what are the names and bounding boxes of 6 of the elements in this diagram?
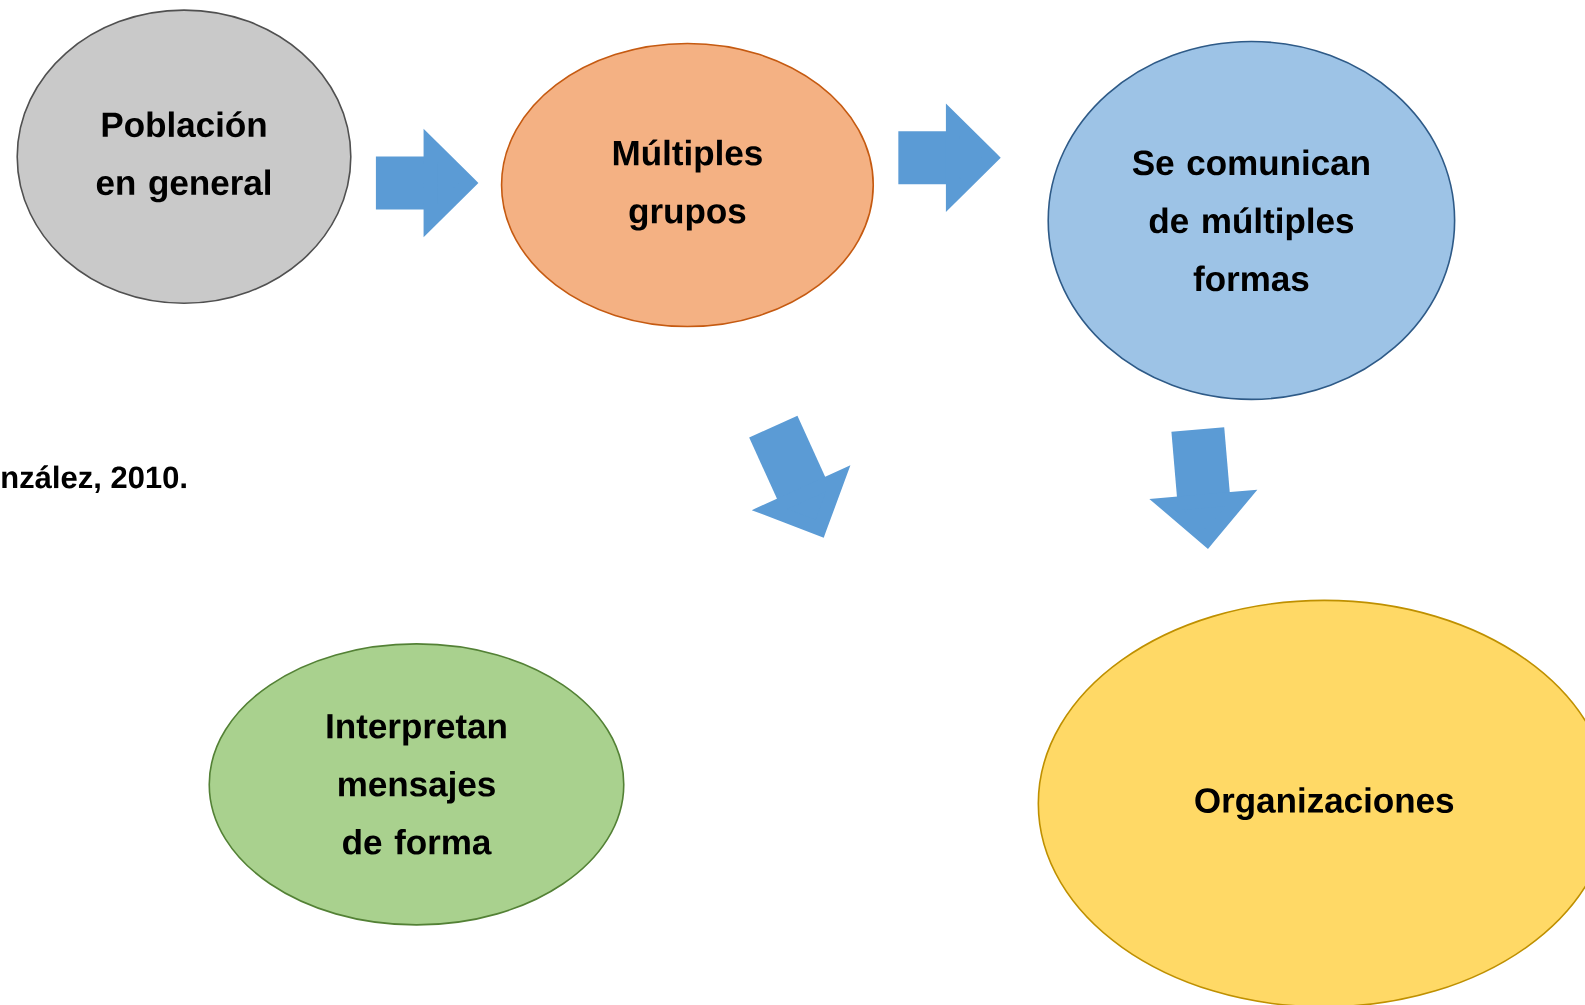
citation-text: nzález, 2010.: [2, 465, 186, 493]
ellipse-node: Interpretan mensajes de forma: [208, 643, 625, 926]
ellipse-node: Se comunican de múltiples formas: [1047, 40, 1456, 401]
ellipse-node: Población en general: [16, 9, 352, 305]
ellipse-node: Múltiples grupos: [500, 42, 875, 328]
ellipse-node: Organizaciones: [1037, 599, 1585, 1005]
